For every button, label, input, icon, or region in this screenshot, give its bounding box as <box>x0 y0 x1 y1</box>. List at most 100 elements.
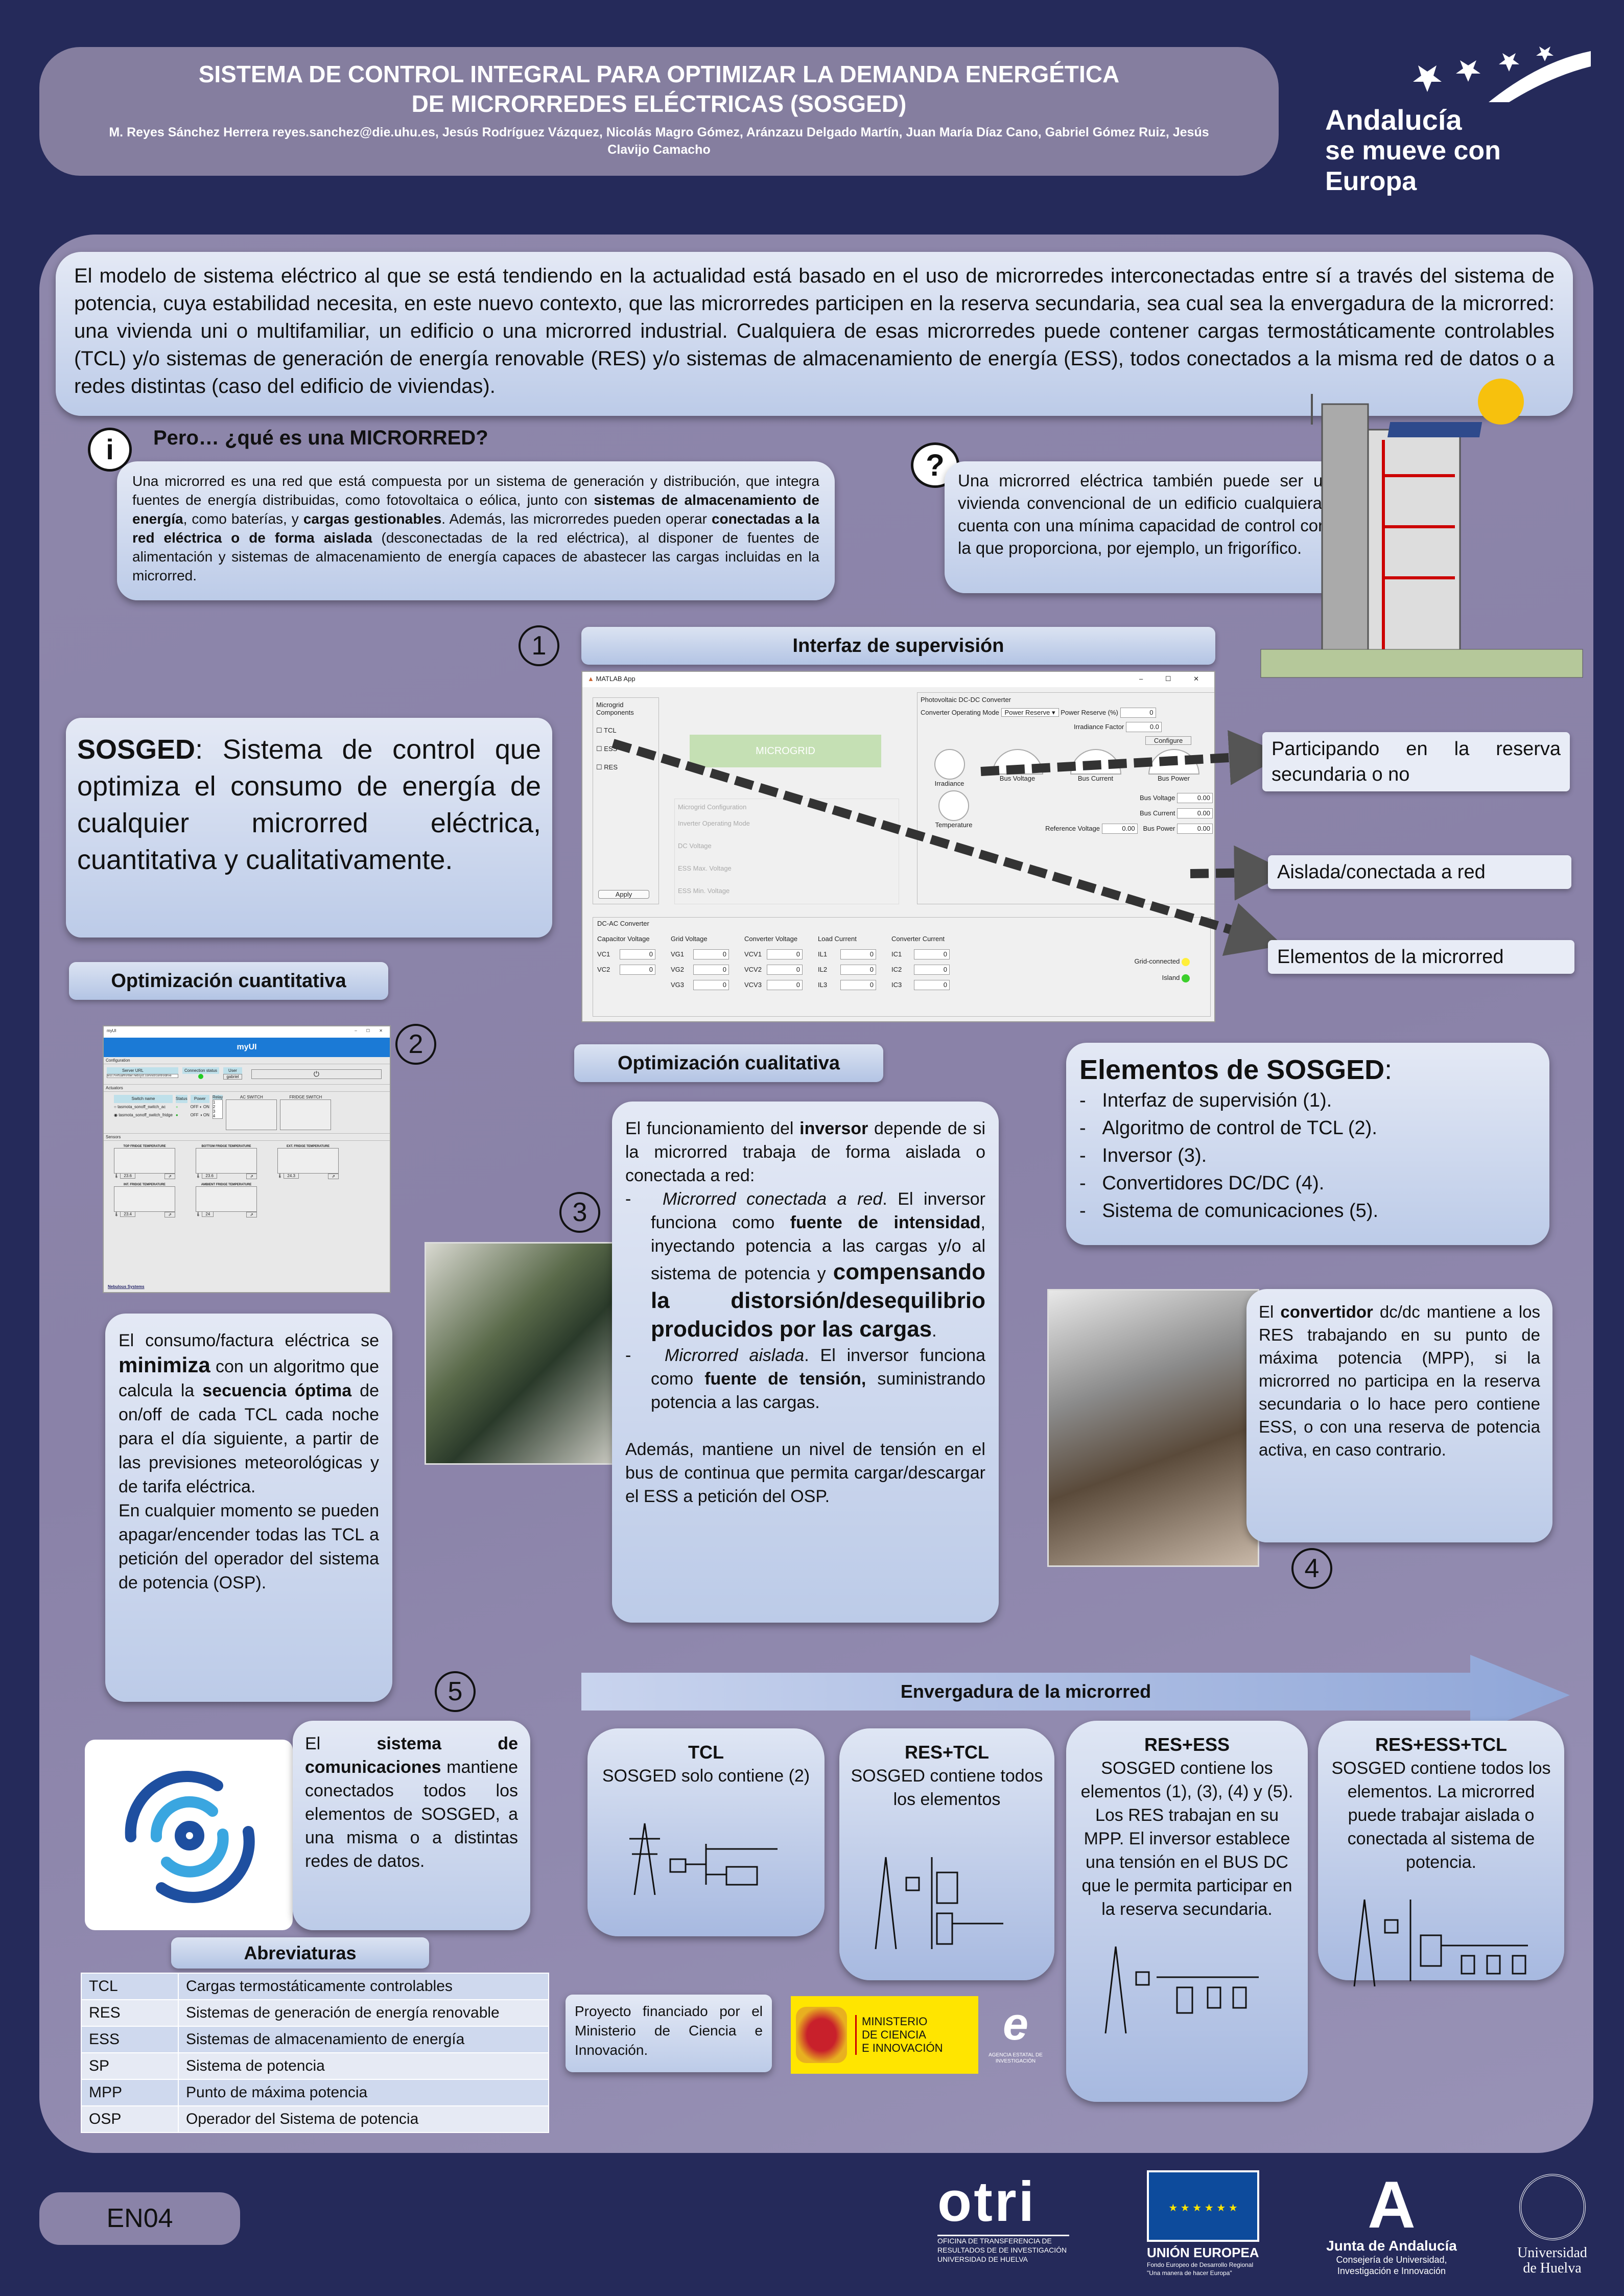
sun-icon <box>1478 379 1524 425</box>
stars-swoosh-icon <box>1413 46 1591 102</box>
temperature-chart: INT. FRIDGE TEMPERATURE🌡 23.4 ⇗ <box>114 1183 175 1217</box>
export-icon[interactable]: ⇗ <box>164 1212 175 1217</box>
switch-ac[interactable]: ○ tasmota_sonoff_switch_ac <box>114 1105 166 1109</box>
switch-fridge[interactable]: ◉ tasmota_sonoff_switch_fridge <box>114 1113 173 1117</box>
mode-dropdown[interactable]: Power Reserve ▾ <box>1001 708 1059 717</box>
gauge-bus-current: Bus Current <box>1070 749 1121 787</box>
grid-diagram <box>1353 1899 1528 1987</box>
gauge-temperature: Temperature <box>921 790 987 836</box>
dcac-value-field[interactable]: 0 <box>693 949 729 959</box>
nebulous-link[interactable]: Nebulous Systems <box>108 1284 145 1289</box>
checkbox-tcl[interactable]: ☐ TCL <box>596 727 617 734</box>
arrow-aislada <box>1190 845 1289 901</box>
dcac-value-field[interactable]: 0 <box>840 949 876 959</box>
interfaz-label: Interfaz de supervisión <box>581 627 1215 665</box>
callout-aislada: Aislada/conectada a red <box>1268 855 1571 889</box>
server-url-input[interactable]: wss://virtualfrontier.nebsyst.com/iot/co… <box>107 1074 178 1078</box>
dcac-value-field[interactable]: 0 <box>767 949 803 959</box>
consumo-box: El consumo/factura eléctrica se minimiza… <box>105 1314 392 1702</box>
arrow-elementos <box>611 739 1283 956</box>
uhu-seal-icon <box>1519 2174 1586 2240</box>
convertidor-box: El convertidor dc/dc mantiene a los RES … <box>1246 1289 1552 1542</box>
callout-reserva: Participando en la reserva secundaria o … <box>1262 732 1570 791</box>
dcac-value-field[interactable]: 0 <box>840 980 876 990</box>
temperature-chart: AMBIENT FRIDGE TEMPERATURE🌡 24 ⇗ <box>196 1183 257 1217</box>
sosged-box: SOSGED: Sistema de control que optimiza … <box>66 718 552 938</box>
communications-logo <box>85 1740 293 1930</box>
ac-switch-chart <box>226 1099 277 1130</box>
grid-connected-lamp <box>1182 957 1190 966</box>
dcac-value-field[interactable]: 0 <box>693 965 729 975</box>
power-button[interactable]: ⏻ <box>251 1069 382 1079</box>
export-icon[interactable]: ⇗ <box>328 1174 339 1179</box>
step-number-5: 5 <box>435 1671 476 1712</box>
gauge-irradiance: Irradiance <box>934 749 965 787</box>
callout-elementos: Elementos de la microrred <box>1268 940 1574 974</box>
temperature-chart: BOTTOM FRIDGE TEMPERATURE🌡 23.6 ⇗ <box>196 1145 257 1179</box>
elemento-item: - Sistema de comunicaciones (5). <box>1079 1200 1379 1222</box>
building-illustration <box>1230 373 1589 681</box>
dcac-value-field[interactable]: 0 <box>914 949 950 959</box>
dcac-value-field[interactable]: 0 <box>620 949 655 959</box>
opt-cuantitativa-label: Optimización cuantitativa <box>69 962 388 1000</box>
temperature-value: 24 <box>202 1211 214 1217</box>
elementos-box: Elementos de SOSGED: - Interfaz de super… <box>1066 1043 1549 1245</box>
configure-button[interactable]: Configure <box>1145 736 1191 745</box>
microrred-box: Una microrred es una red que está compue… <box>117 461 835 600</box>
microgrid-banner: MICROGRID <box>690 735 881 767</box>
junta-a-icon: A <box>1368 2167 1416 2242</box>
abreviaturas-title: Abreviaturas <box>171 1937 429 1969</box>
bus-voltage-readout: 0.00 <box>1177 793 1213 803</box>
power-toggle[interactable]: OFF ◐ ON <box>190 1105 209 1109</box>
aei-logo: e AGENCIA ESTATAL DE INVESTIGACIÓN <box>988 1999 1043 2064</box>
vivienda-box: Una microrred eléctrica también puede se… <box>945 461 1355 593</box>
reference-voltage-input[interactable]: 0.00 <box>1101 824 1138 834</box>
intro-text: El modelo de sistema eléctrico al que se… <box>74 265 1555 397</box>
junta-logo: A Junta de Andalucía Consejería de Unive… <box>1325 2171 1458 2277</box>
power-toggle[interactable]: OFF ◑ ON <box>190 1113 209 1117</box>
export-icon[interactable]: ⇗ <box>246 1212 257 1217</box>
dcac-value-field[interactable]: 0 <box>914 965 950 975</box>
window-controls[interactable]: – ☐ ✕ <box>1139 675 1209 683</box>
proyecto-box: Proyecto financiado por el Ministerio de… <box>566 1995 772 2072</box>
opt-cualitativa-label: Optimización cualitativa <box>574 1044 883 1082</box>
dcac-value-field[interactable]: 0 <box>840 965 876 975</box>
export-icon[interactable]: ⇗ <box>164 1174 175 1179</box>
myui-header: myUI <box>104 1038 390 1057</box>
comunicaciones-box: El sistema de comunicaciones mantiene co… <box>293 1721 530 1930</box>
converter-photo <box>1047 1289 1259 1567</box>
window-controls[interactable]: – ☐ ✕ <box>355 1028 387 1033</box>
dcac-value-field[interactable]: 0 <box>767 965 803 975</box>
step-number-4: 4 <box>1291 1548 1332 1589</box>
temperature-chart: EXT. FRIDGE TEMPERATURE🌡 24.3 ⇗ <box>277 1145 339 1179</box>
power-reserve-input[interactable]: 0 <box>1120 708 1156 718</box>
export-icon[interactable]: ⇗ <box>246 1174 257 1179</box>
dcac-value-field[interactable]: 0 <box>767 980 803 990</box>
irradiance-factor-input[interactable]: 0.0 <box>1125 722 1162 732</box>
dcac-value-field[interactable]: 0 <box>620 965 655 975</box>
temperature-value: 24.3 <box>284 1173 299 1179</box>
apply-button[interactable]: Apply <box>598 890 649 899</box>
checkbox-res[interactable]: ☐ RES <box>596 763 618 771</box>
authors: M. Reyes Sánchez Herrera reyes.sanchez@d… <box>109 125 1209 157</box>
dcac-value-field[interactable]: 0 <box>693 980 729 990</box>
info-icon: i <box>88 428 132 472</box>
arrow-reserva <box>980 730 1284 785</box>
elemento-item: - Convertidores DC/DC (4). <box>1079 1173 1325 1194</box>
logo-text: Andalucía <box>1325 104 1462 136</box>
dcac-value-field[interactable]: 0 <box>914 980 950 990</box>
